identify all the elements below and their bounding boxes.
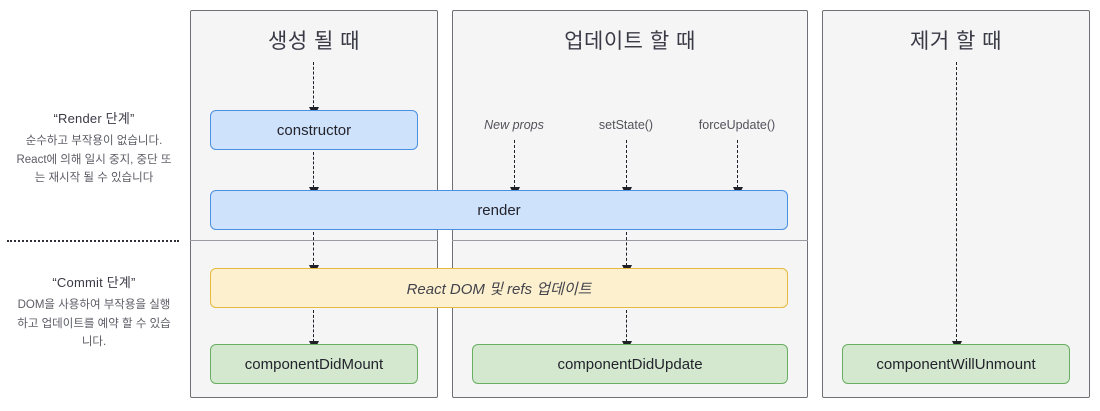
arrow-constructor-to-render <box>308 152 319 197</box>
node-component-did-update: componentDidUpdate <box>472 344 788 384</box>
node-react-dom-refs-update: React DOM 및 refs 업데이트 <box>210 268 788 308</box>
arrow-render-to-reactdom-mounting <box>308 232 319 275</box>
arrow-render-to-reactdom-updating <box>621 232 632 275</box>
phase-rule-mounting <box>190 240 438 241</box>
node-render: render <box>210 190 788 230</box>
trigger-new-props: New props <box>484 118 544 132</box>
legend-commit-phase-title: “Commit 단계” <box>52 275 136 290</box>
node-constructor: constructor <box>210 110 418 150</box>
arrow-reactdom-to-did-mount <box>308 310 319 351</box>
panel-updating-title: 업데이트 할 때 <box>564 30 696 53</box>
legend-render-phase-title: “Render 단계” <box>53 111 135 126</box>
legend-divider <box>7 240 179 242</box>
trigger-force-update: forceUpdate() <box>698 118 776 132</box>
arrow-forceupdate-to-render <box>732 140 743 197</box>
legend-commit-phase-description: DOM을 사용하여 부작용을 실행하고 업데이트를 예약 할 수 있습니다. <box>17 299 171 349</box>
legend-commit-phase: “Commit 단계” DOM을 사용하여 부작용을 실행하고 업데이트를 예약… <box>0 272 188 352</box>
trigger-set-state: setState() <box>598 118 654 132</box>
arrow-to-will-unmount <box>951 62 962 351</box>
arrow-setstate-to-render <box>621 140 632 197</box>
arrow-to-constructor <box>308 62 319 117</box>
node-component-did-mount: componentDidMount <box>210 344 418 384</box>
arrow-new-props-to-render <box>509 140 520 197</box>
panel-unmounting-title: 제거 할 때 <box>910 30 1002 53</box>
panel-mounting-title: 생성 될 때 <box>268 30 360 53</box>
legend-render-phase: “Render 단계” 순수하고 부작용이 없습니다. React에 의해 일시… <box>0 108 188 188</box>
arrow-reactdom-to-did-update <box>621 310 632 351</box>
node-component-will-unmount: componentWillUnmount <box>842 344 1070 384</box>
legend-render-phase-description: 순수하고 부작용이 없습니다. React에 의해 일시 중지, 중단 또는 재… <box>16 135 172 185</box>
phase-rule-updating <box>452 240 808 241</box>
